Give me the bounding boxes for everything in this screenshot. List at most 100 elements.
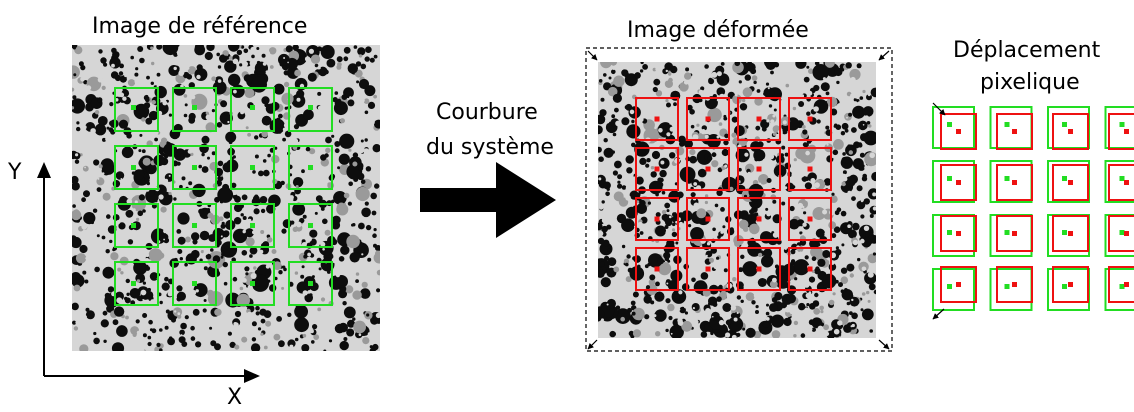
- reference-subset-box: [172, 261, 217, 306]
- speckle-dot: [820, 82, 830, 92]
- speckle-highlight: [671, 207, 677, 213]
- speckle-highlight: [665, 230, 670, 235]
- speckle-highlight: [824, 232, 828, 236]
- speckle-dot: [304, 293, 314, 303]
- speckle-dot: [260, 230, 265, 234]
- speckle-dot: [781, 201, 786, 206]
- speckle-highlight: [601, 217, 608, 224]
- speckle-dot: [840, 276, 849, 285]
- speckle-highlight: [796, 76, 802, 82]
- speckle-dot: [259, 196, 268, 204]
- speckle-dot: [110, 71, 119, 79]
- speckle-highlight: [313, 293, 318, 299]
- speckle-dot: [156, 342, 161, 347]
- speckle-dot: [751, 300, 756, 305]
- speckle-highlight: [807, 90, 813, 96]
- corner-arrow-bottom-right: [878, 339, 890, 350]
- speckle-dot: [841, 122, 849, 130]
- speckle-highlight: [762, 158, 767, 163]
- speckle-highlight: [191, 290, 197, 295]
- speckle-highlight: [217, 79, 222, 83]
- speckle-dot: [84, 279, 89, 284]
- speckle-dot: [81, 197, 86, 203]
- speckle-highlight: [678, 241, 684, 247]
- speckle-dot: [121, 146, 134, 159]
- speckle-dot: [160, 90, 165, 96]
- speckle-highlight: [293, 241, 297, 245]
- speckle-highlight: [800, 94, 805, 98]
- displacement-deformed-box: [940, 266, 977, 303]
- speckle-dot: [859, 152, 865, 158]
- speckle-dot: [278, 270, 283, 275]
- speckle-highlight: [716, 99, 719, 102]
- speckle-dot: [229, 341, 236, 348]
- speckle-highlight: [178, 178, 182, 182]
- speckle-dot: [242, 216, 247, 220]
- displacement-deformed-center: [1124, 231, 1129, 236]
- speckle-dot: [648, 180, 663, 195]
- speckle-dot: [659, 177, 664, 183]
- speckle-dot: [851, 312, 858, 320]
- speckle-dot: [648, 278, 656, 286]
- speckle-dot: [755, 212, 759, 216]
- reference-subset-center: [192, 105, 197, 110]
- speckle-highlight: [317, 66, 321, 70]
- speckle-highlight: [812, 162, 814, 164]
- speckle-highlight: [625, 195, 631, 201]
- speckle-dot: [165, 309, 170, 314]
- speckle-highlight: [807, 293, 813, 299]
- speckle-dot: [303, 109, 314, 121]
- speckle-highlight: [239, 223, 244, 228]
- speckle-dot: [151, 328, 157, 334]
- speckle-dot: [627, 267, 633, 273]
- speckle-dot: [786, 294, 796, 304]
- speckle-dot: [219, 111, 233, 125]
- reference-speckle-image: [72, 45, 380, 351]
- speckle-dot: [833, 139, 844, 150]
- speckle-highlight: [836, 103, 843, 109]
- speckle-dot: [217, 187, 234, 203]
- speckle-dot: [72, 320, 77, 325]
- deformed-subset-box: [686, 247, 730, 291]
- speckle-dot: [613, 75, 625, 87]
- speckle-dot: [179, 184, 183, 189]
- speckle-highlight: [196, 74, 201, 80]
- speckle-dot: [142, 313, 148, 318]
- reference-subset-center: [192, 281, 197, 286]
- speckle-dot: [270, 101, 280, 111]
- speckle-highlight: [770, 119, 775, 124]
- displacement-deformed-center: [1068, 231, 1073, 236]
- speckle-dot: [271, 155, 280, 164]
- speckle-dot: [93, 159, 100, 166]
- speckle-highlight: [604, 119, 610, 124]
- speckle-highlight: [75, 321, 79, 325]
- speckle-dot: [690, 124, 695, 129]
- speckle-dot: [85, 310, 95, 320]
- speckle-dot: [205, 122, 216, 133]
- speckle-dot: [598, 156, 604, 162]
- speckle-highlight: [301, 242, 307, 248]
- speckle-dot: [672, 212, 677, 217]
- speckle-highlight: [193, 317, 197, 322]
- speckle-dot: [632, 291, 639, 298]
- speckle-highlight: [274, 222, 280, 228]
- speckle-dot: [211, 76, 217, 82]
- speckle-highlight: [697, 110, 703, 117]
- speckle-dot: [127, 79, 136, 87]
- speckle-highlight: [235, 175, 242, 182]
- speckle-dot: [228, 45, 240, 52]
- speckle-highlight: [174, 172, 180, 178]
- speckle-dot: [252, 170, 256, 174]
- speckle-highlight: [172, 333, 177, 339]
- speckle-dot: [102, 137, 106, 142]
- speckle-highlight: [279, 48, 283, 53]
- speckle-dot: [364, 56, 370, 62]
- displacement-deformed-center: [1124, 180, 1129, 185]
- speckle-highlight: [221, 148, 227, 154]
- speckle-dot: [738, 80, 742, 84]
- speckle-highlight: [731, 334, 737, 338]
- speckle-dot: [154, 199, 158, 203]
- speckle-highlight: [281, 149, 286, 154]
- speckle-dot: [611, 114, 616, 119]
- speckle-dot: [82, 165, 89, 172]
